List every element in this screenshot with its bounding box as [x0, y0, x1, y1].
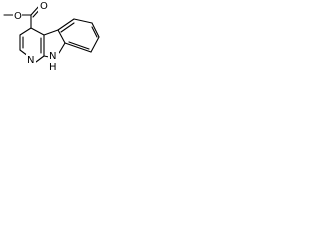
carbonyl-oxygen-label: O — [40, 1, 48, 12]
ester-oxygen-label: O — [14, 11, 22, 22]
five-ring-bond-2 — [57, 29, 66, 44]
pyridine-bond-4 — [35, 55, 45, 63]
pyridine-bond-1 — [19, 27, 32, 36]
molecule-structure: O O N N H — [3, 0, 100, 73]
carbonyl-oxygen-label-bg — [38, 0, 48, 12]
indole-hydrogen-label: H — [49, 62, 57, 73]
molecule-diagram: O O N N H — [0, 0, 112, 91]
benzene-bond-2 — [73, 18, 93, 24]
five-ring-bond-3 — [58, 42, 66, 54]
pyridine-nitrogen-label: N — [27, 55, 34, 66]
pyridine-bond-6 — [30, 27, 45, 36]
ester-oxygen-label-bg — [13, 9, 22, 21]
benzene-inner-double-bond-2 — [91, 26, 98, 38]
benzene-bond-4 — [90, 36, 100, 53]
indole-nitrogen-label: N — [49, 51, 56, 62]
benzene-inner-double-bond-1 — [60, 22, 75, 33]
benzene-bond-3 — [91, 22, 100, 38]
indole-nitrogen-label-bg — [48, 50, 59, 62]
benzene-bond-5 — [64, 42, 92, 53]
five-ring-bond-1 — [43, 29, 59, 36]
benzene-bond-1 — [57, 18, 75, 31]
indole-hydrogen-label-bg — [48, 61, 59, 73]
benzene-inner-double-bond-3 — [68, 41, 90, 50]
pyridine-nitrogen-label-bg — [26, 54, 36, 66]
